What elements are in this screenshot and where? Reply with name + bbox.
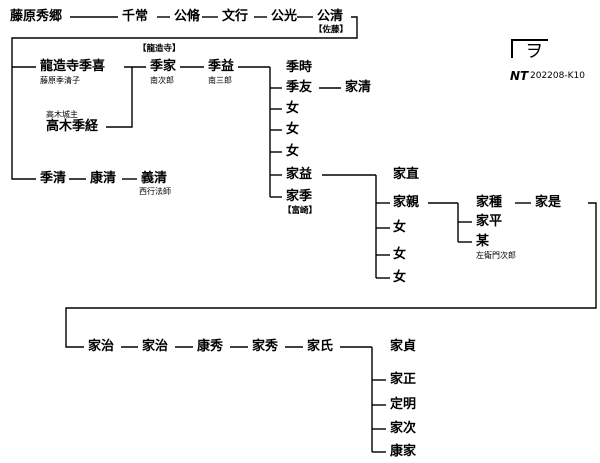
person-ryuzoji-suekiyo: 龍造寺季喜 — [40, 59, 106, 74]
person-onna-4: 女 — [393, 220, 407, 235]
person-onna-1: 女 — [286, 101, 300, 116]
person-iesue: 家季 — [286, 189, 313, 204]
person-iehira: 家平 — [476, 214, 503, 229]
person-onna-3: 女 — [286, 144, 300, 159]
person-suemasu: 季益 — [208, 59, 235, 74]
person-yasuhide: 康秀 — [197, 339, 224, 354]
note-saemon-jiro: 左衛門次郎 — [476, 251, 516, 260]
person-yoshikiyo: 義清 — [141, 171, 168, 186]
person-iekiyo: 家清 — [345, 80, 372, 95]
person-ieharu-2: 家治 — [142, 339, 169, 354]
person-iekore: 家是 — [535, 195, 562, 210]
person-sueie: 季家 — [150, 59, 177, 74]
person-takagi-suetsune: 高木季経 — [46, 119, 99, 134]
person-iechika: 家親 — [393, 195, 420, 210]
note-minami-saburo: 南三郎 — [208, 76, 232, 85]
person-fujiwara-hidesato: 藤原秀郷 — [10, 9, 63, 24]
person-ietane: 家種 — [476, 195, 503, 210]
stamp-symbol: ヲ — [525, 41, 543, 62]
person-suetomo: 季友 — [286, 80, 313, 95]
person-ienao: 家直 — [393, 167, 420, 182]
bracket-ryuzoji: 【龍造寺】 — [138, 44, 181, 54]
person-iemasu: 家益 — [286, 167, 313, 182]
person-yasuie: 康家 — [390, 444, 417, 459]
note-saigyo: 西行法師 — [139, 187, 171, 196]
person-bou: 某 — [476, 234, 490, 249]
note-takagi-jou: 高木城主 — [46, 110, 78, 119]
person-sadaaki: 定明 — [390, 397, 417, 412]
person-iesada: 家貞 — [390, 339, 417, 354]
person-onna-6: 女 — [393, 270, 407, 285]
person-suekiyo: 季清 — [40, 171, 67, 186]
person-ieuji: 家氏 — [307, 339, 334, 354]
document-code: 202208-K10 — [530, 71, 585, 81]
bracket-sato: 【佐藤】 — [314, 25, 349, 35]
author-initials: NT — [510, 69, 529, 83]
person-iehide: 家秀 — [252, 339, 279, 354]
bracket-tomisaki: 【富崎】 — [283, 206, 318, 216]
note-fujiwara-suekiyo-ko: 藤原季清子 — [40, 76, 80, 85]
note-minami-jiro: 南次郎 — [150, 76, 174, 85]
person-chitsune: 千常 — [122, 9, 149, 24]
person-fumiyuki: 文行 — [222, 9, 249, 24]
person-yasukiyo: 康清 — [90, 171, 117, 186]
person-kinmitsu: 公光 — [271, 9, 298, 24]
stamp-mark — [511, 39, 548, 58]
person-kinkiyo: 公清 — [317, 9, 344, 24]
person-kinsuke: 公脩 — [174, 9, 201, 24]
person-ietsugu: 家次 — [390, 421, 417, 436]
person-onna-2: 女 — [286, 122, 300, 137]
person-onna-5: 女 — [393, 247, 407, 262]
person-ieharu-1: 家治 — [88, 339, 115, 354]
person-suetoki: 季時 — [286, 60, 313, 75]
person-iemasa: 家正 — [390, 372, 417, 387]
